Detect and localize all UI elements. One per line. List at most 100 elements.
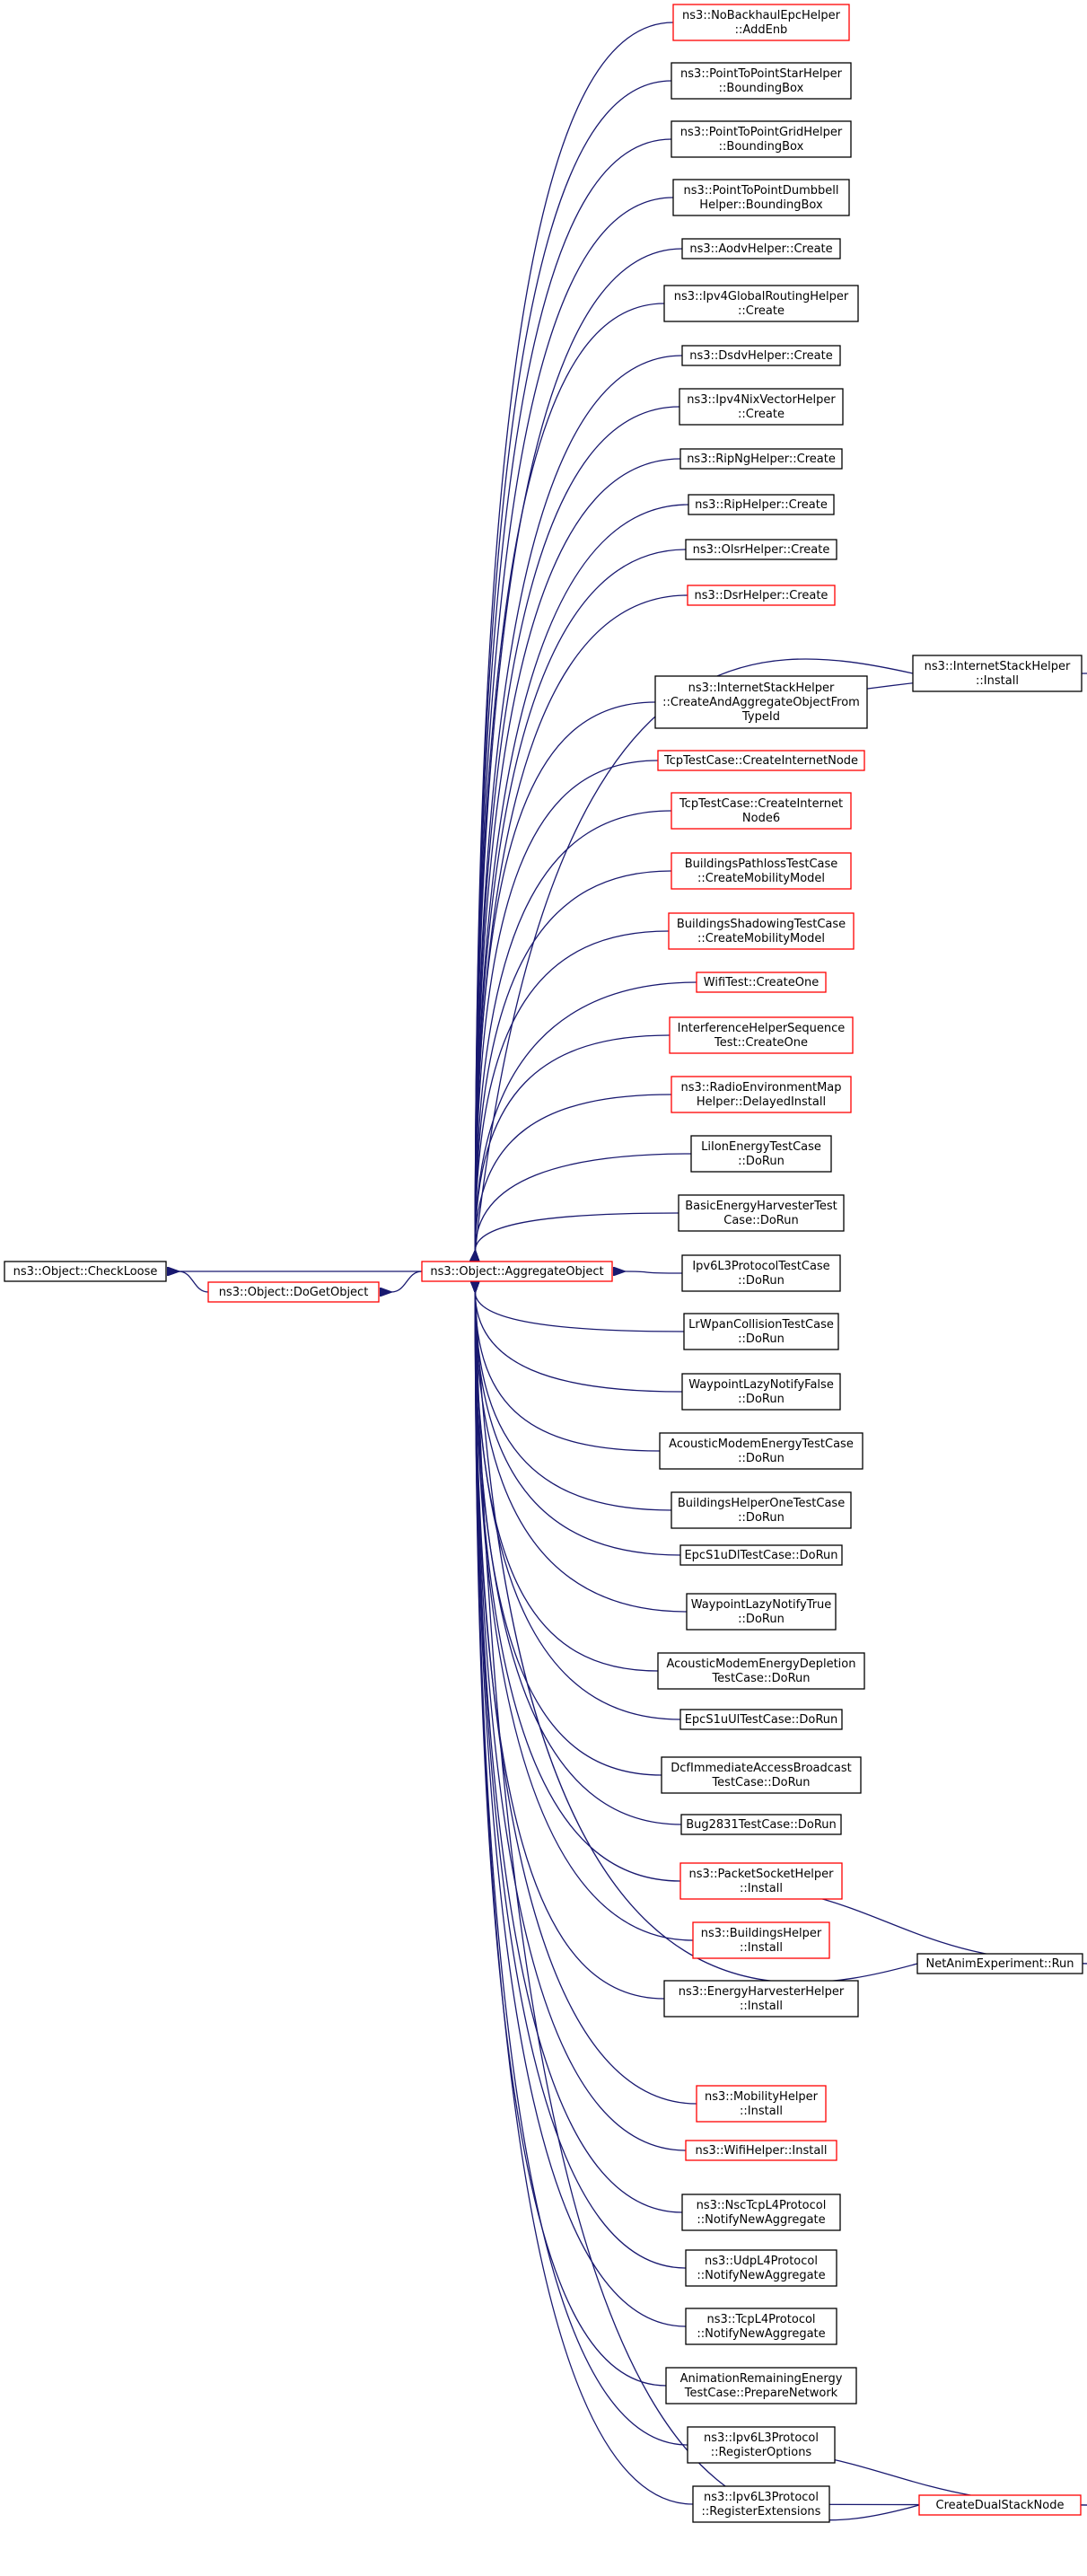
- node-label-line: TestCase::DoRun: [711, 1776, 810, 1789]
- node-box: [918, 2494, 1082, 2516]
- node-box: [692, 1921, 830, 1959]
- node-aggregate[interactable]: ns3::Object::AggregateObject: [421, 1261, 613, 1282]
- node-label-line: AnimationRemainingEnergy: [680, 2372, 843, 2386]
- node-label-line: ns3::Ipv4NixVectorHelper: [687, 393, 836, 407]
- node-olsr[interactable]: ns3::OlsrHelper::Create: [685, 539, 837, 560]
- node-label-line: ::CreateMobilityModel: [697, 872, 825, 885]
- node-label-line: AcousticModemEnergyDepletion: [666, 1657, 855, 1671]
- node-box: [663, 1980, 859, 2018]
- node-checkloose[interactable]: ns3::Object::CheckLoose: [4, 1261, 167, 1282]
- edge-lrwpan-to-aggregate: [475, 1292, 685, 1332]
- node-ipv6l3test[interactable]: Ipv6L3ProtocolTestCase::DoRun: [681, 1254, 841, 1292]
- node-box: [912, 655, 1083, 692]
- node-udpl4[interactable]: ns3::UdpL4Protocol::NotifyNewAggregate: [685, 2249, 837, 2287]
- node-box: [678, 1194, 845, 1232]
- node-radioenv[interactable]: ns3::RadioEnvironmentMapHelper::DelayedI…: [671, 1076, 852, 1113]
- node-label-line: BasicEnergyHarvesterTest: [685, 1200, 837, 1213]
- node-dsr[interactable]: ns3::DsrHelper::Create: [687, 585, 836, 606]
- node-packetsocket[interactable]: ns3::PacketSocketHelper::Install: [679, 1862, 843, 1900]
- node-label-line: ::Install: [740, 1941, 783, 1955]
- node-label-line: ::BoundingBox: [719, 82, 804, 95]
- node-acousticdepletion[interactable]: AcousticModemEnergyDepletionTestCase::Do…: [657, 1652, 865, 1690]
- node-label-line: ::Install: [976, 674, 1019, 688]
- node-dsdv[interactable]: ns3::DsdvHelper::Create: [681, 345, 841, 366]
- node-aodv[interactable]: ns3::AodvHelper::Create: [681, 238, 841, 259]
- node-bldhelperone[interactable]: BuildingsHelperOneTestCase::DoRun: [671, 1491, 852, 1529]
- node-epcdl[interactable]: EpcS1uDlTestCase::DoRun: [679, 1544, 843, 1566]
- node-regoptions[interactable]: ns3::Ipv6L3Protocol::RegisterOptions: [687, 2426, 836, 2464]
- node-label-line: ::RegisterExtensions: [702, 2505, 821, 2519]
- node-label-line: Node6: [742, 812, 780, 825]
- node-waypointfalse[interactable]: WaypointLazyNotifyFalse::DoRun: [681, 1373, 841, 1411]
- node-label-line: ns3::RadioEnvironmentMap: [680, 1081, 841, 1095]
- node-box: [671, 792, 852, 830]
- node-regext[interactable]: ns3::Ipv6L3Protocol::RegisterExtensions: [692, 2485, 830, 2523]
- node-acousticenergy[interactable]: AcousticModemEnergyTestCase::DoRun: [659, 1432, 863, 1470]
- node-label-line: LrWpanCollisionTestCase: [688, 1318, 834, 1332]
- node-dogetobject[interactable]: ns3::Object::DoGetObject: [207, 1281, 380, 1303]
- node-p2pdumbbell[interactable]: ns3::PointToPointDumbbellHelper::Boundin…: [672, 179, 850, 216]
- node-dcf[interactable]: DcfImmediateAccessBroadcastTestCase::DoR…: [661, 1756, 862, 1794]
- node-liion[interactable]: LiIonEnergyTestCase::DoRun: [690, 1135, 832, 1173]
- node-rip[interactable]: ns3::RipHelper::Create: [688, 494, 835, 515]
- node-label-line: Case::DoRun: [723, 1214, 798, 1227]
- edge-wifihelper-to-aggregate: [475, 1292, 687, 2151]
- node-epcul[interactable]: EpcS1uUlTestCase::DoRun: [679, 1709, 843, 1730]
- node-tcpl4[interactable]: ns3::TcpL4Protocol::NotifyNewAggregate: [685, 2308, 837, 2345]
- edge-liion-to-aggregate: [475, 1153, 692, 1251]
- node-ipv4global[interactable]: ns3::Ipv4GlobalRoutingHelper::Create: [663, 285, 859, 322]
- edge-bldshadow-to-aggregate: [475, 930, 670, 1251]
- node-label-line: ns3::Object::AggregateObject: [430, 1265, 603, 1279]
- node-label-line: InterferenceHelperSequence: [678, 1022, 846, 1035]
- edge-bldpathloss-to-aggregate: [475, 870, 672, 1251]
- node-waypointtrue[interactable]: WaypointLazyNotifyTrue::DoRun: [686, 1593, 837, 1631]
- node-p2pgrid[interactable]: ns3::PointToPointGridHelper::BoundingBox: [671, 120, 852, 158]
- node-label-line: ns3::RipHelper::Create: [695, 498, 828, 512]
- edge-radioenv-to-aggregate: [475, 1094, 672, 1251]
- nodes-layer: ns3::Object::CheckLoosens3::Object::DoGe…: [4, 4, 1083, 2523]
- node-wifitest[interactable]: WifiTest::CreateOne: [696, 971, 827, 993]
- node-wifihelper[interactable]: ns3::WifiHelper::Install: [685, 2140, 837, 2161]
- node-energyharvester[interactable]: ns3::EnergyHarvesterHelper::Install: [663, 1980, 859, 2018]
- node-label-line: ns3::DsrHelper::Create: [695, 589, 828, 602]
- node-ripng[interactable]: ns3::RipNgHelper::Create: [679, 448, 843, 470]
- node-dualstack[interactable]: CreateDualStackNode: [918, 2494, 1082, 2516]
- node-bug2831[interactable]: Bug2831TestCase::DoRun: [680, 1814, 842, 1835]
- node-label-line: ns3::PacketSocketHelper: [688, 1868, 834, 1881]
- node-internetinstall[interactable]: ns3::InternetStackHelper::Install: [912, 655, 1083, 692]
- node-nsctcp[interactable]: ns3::NscTcpL4Protocol::NotifyNewAggregat…: [681, 2194, 841, 2231]
- node-interference[interactable]: InterferenceHelperSequenceTest::CreateOn…: [669, 1016, 854, 1054]
- node-bldshadow[interactable]: BuildingsShadowingTestCase::CreateMobili…: [668, 912, 855, 950]
- node-box: [690, 1135, 832, 1173]
- node-createaggr[interactable]: ns3::InternetStackHelper::CreateAndAggre…: [654, 675, 868, 729]
- node-mobility[interactable]: ns3::MobilityHelper::Install: [696, 2085, 827, 2123]
- node-box: [916, 1953, 1083, 1974]
- node-tcpinternet[interactable]: TcpTestCase::CreateInternetNode: [657, 750, 865, 771]
- edge-bug2831-to-aggregate: [475, 1292, 682, 1825]
- node-ipv4nix[interactable]: ns3::Ipv4NixVectorHelper::Create: [679, 388, 844, 426]
- node-bldhelper[interactable]: ns3::BuildingsHelper::Install: [692, 1921, 830, 1959]
- node-p2pstar[interactable]: ns3::PointToPointStarHelper::BoundingBox: [671, 62, 852, 100]
- node-label-line: ns3::UdpL4Protocol: [705, 2255, 818, 2268]
- edge-nobackhaul-to-aggregate: [475, 22, 674, 1251]
- edge-bldhelper-to-aggregate: [475, 1292, 694, 1941]
- node-nobackhaul[interactable]: ns3::NoBackhaulEpcHelper::AddEnb: [672, 4, 850, 41]
- node-lrwpan[interactable]: LrWpanCollisionTestCase::DoRun: [683, 1313, 839, 1350]
- edge-basicenergy-to-aggregate: [475, 1212, 679, 1251]
- edges-layer: [179, 22, 1087, 2521]
- node-label-line: ::DoRun: [738, 1274, 785, 1288]
- edge-dogetobject-to-checkloose: [179, 1271, 209, 1293]
- edge-mobility-to-aggregate: [475, 1292, 697, 2105]
- node-box: [668, 912, 855, 950]
- node-netanim[interactable]: NetAnimExperiment::Run: [916, 1953, 1083, 1974]
- node-label-line: ns3::NoBackhaulEpcHelper: [682, 9, 841, 22]
- edge-p2pstar-to-aggregate: [475, 80, 672, 1251]
- edge-tcpl4-to-aggregate: [475, 1292, 687, 2327]
- node-animation[interactable]: AnimationRemainingEnergyTestCase::Prepar…: [665, 2367, 857, 2405]
- node-label-line: EpcS1uDlTestCase::DoRun: [684, 1549, 837, 1562]
- edge-aodv-to-aggregate: [475, 248, 683, 1251]
- node-bldpathloss[interactable]: BuildingsPathlossTestCase::CreateMobilit…: [671, 852, 852, 890]
